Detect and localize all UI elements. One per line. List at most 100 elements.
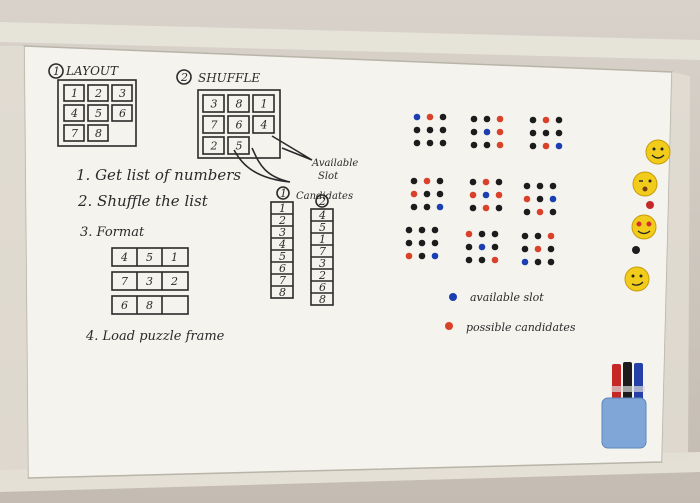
dot [423,177,431,185]
dot [495,191,503,199]
shuffle-cell [202,115,225,134]
dot [426,126,434,134]
legend-candidates: possible candidates [466,321,576,334]
legend-available: available slot [470,291,544,304]
dot [555,129,563,137]
red-magnet-pin [646,201,654,209]
list-cell-value: 7 [319,245,326,258]
dot [482,191,490,199]
format-cell-value: 8 [146,299,153,312]
layout-cell-value: 8 [95,127,102,140]
available-slot-arrow [271,135,313,161]
dot [431,252,439,260]
shuffle-cell-value: 4 [260,119,268,132]
magnet-heart-eyes [631,214,657,240]
list-cell-value: 3 [279,226,286,239]
dot [491,230,499,238]
dot [465,256,473,264]
magnet-smirk [624,266,650,292]
emoji-magnets [624,139,671,292]
black-magnet-pin [632,246,640,254]
dot [534,258,542,266]
dot [549,208,557,216]
dot [482,178,490,186]
dot [521,258,529,266]
dot [547,258,555,266]
format-row [111,247,189,267]
shuffle-cell-value: 7 [211,119,218,132]
layout-cell-value: 4 [70,107,78,120]
dot [439,126,447,134]
list-cell-value: 6 [279,262,286,275]
dot [478,243,486,251]
list-cell-value: 5 [279,250,286,263]
dot [470,115,478,123]
legend-red-dot [445,322,453,330]
layout-cell [87,104,109,122]
dot [436,203,444,211]
dot [542,116,550,124]
dot [536,208,544,216]
dot [405,226,413,234]
dot [465,243,473,251]
format-cell-value: 3 [146,275,153,288]
dot [439,113,447,121]
dot [436,177,444,185]
list-cell-value: 2 [278,214,286,227]
shuffle-cell [202,94,225,113]
dot [478,230,486,238]
dot [482,204,490,212]
magnet-smiley [645,139,671,165]
tape-top [0,22,700,60]
dot [547,232,555,240]
dot [529,129,537,137]
dot [418,252,426,260]
shuffle-cell-value: 6 [236,119,243,132]
dot [465,230,473,238]
dot [436,190,444,198]
marker-holder [601,362,647,449]
dot [521,245,529,253]
dot [410,203,418,211]
dot [413,139,421,147]
list-a-label: 1 [280,187,287,200]
dot [470,128,478,136]
layout-cell-value: 5 [95,107,102,120]
layout-cell [111,84,133,102]
steps-list: 1. Get list of numbers 2. Shuffle the li… [76,166,241,344]
layout-cell [63,104,85,122]
shuffle-cell [202,136,225,155]
layout-cell-value: 3 [119,87,126,100]
marker-cup [601,397,647,449]
dot [426,139,434,147]
list-b-label: 2 [318,195,326,208]
list-cell-value: 8 [319,293,326,306]
dot [410,190,418,198]
dot [523,195,531,203]
dot [469,204,477,212]
dot [521,232,529,240]
layout-cell [87,84,109,102]
layout-cell [63,124,85,142]
shuffle-cell-value: 8 [236,98,243,111]
dot [405,252,413,260]
dot [547,245,555,253]
list-cell-value: 1 [279,202,286,215]
dot [483,141,491,149]
layout-cell [63,84,85,102]
dot [536,182,544,190]
dot [405,239,413,247]
dot [431,226,439,234]
shuffle-cell [227,94,250,113]
dot [536,195,544,203]
layout-cell-value: 7 [71,127,78,140]
format-cell-value: 6 [121,299,128,312]
format-row [111,271,189,291]
dot [542,142,550,150]
format-cell-value: 4 [120,251,128,264]
dot [495,178,503,186]
